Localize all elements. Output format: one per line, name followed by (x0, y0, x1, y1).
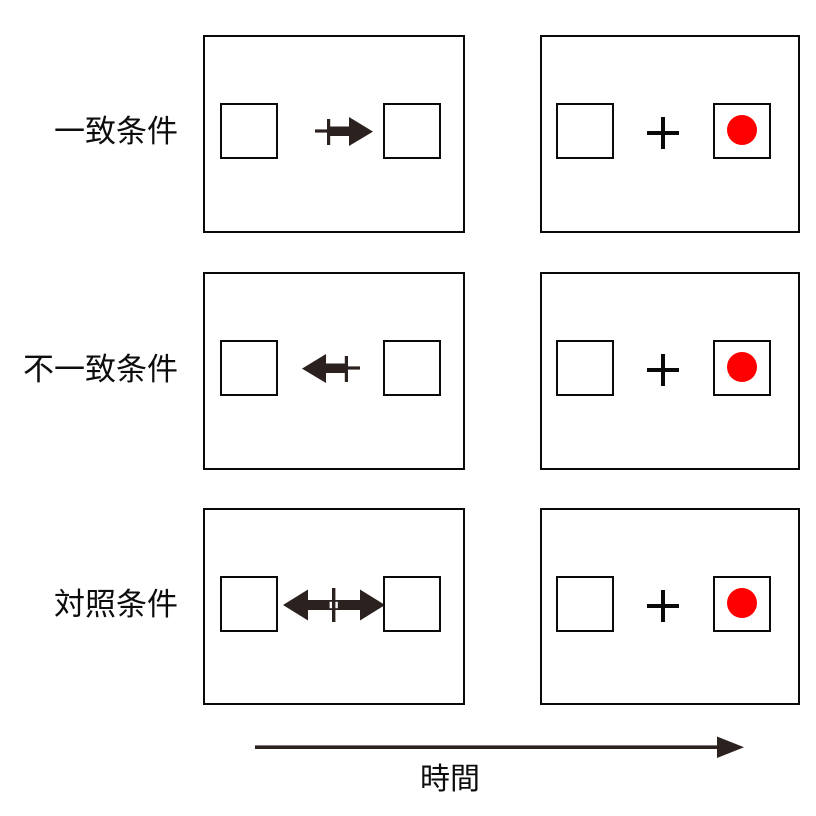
fixation-cross-control (647, 590, 679, 622)
cue-arrow-double-control (281, 584, 387, 626)
cue-panel-incongruent (203, 272, 465, 470)
red-target-dot-congruent (727, 115, 757, 145)
target-left-box-control (556, 576, 614, 632)
row-label-congruent: 一致条件 (54, 114, 178, 150)
cue-arrow-left-incongruent (298, 350, 360, 388)
target-right-box-incongruent (713, 340, 771, 396)
cue-right-box-control (383, 576, 441, 632)
row-label-incongruent: 不一致条件 (23, 352, 178, 388)
cue-left-box-control (220, 576, 278, 632)
target-left-box-congruent (556, 103, 614, 159)
fixation-cross-congruent (647, 117, 679, 149)
target-panel-congruent (540, 35, 800, 233)
target-panel-control (540, 508, 800, 705)
time-axis-label: 時間 (420, 762, 480, 797)
target-panel-incongruent (540, 272, 800, 470)
target-right-box-congruent (713, 103, 771, 159)
cue-left-box-incongruent (220, 340, 278, 396)
red-target-dot-control (727, 588, 757, 618)
cue-arrow-right-congruent (315, 113, 377, 151)
fixation-cross-incongruent (647, 354, 679, 386)
target-left-box-incongruent (556, 340, 614, 396)
red-target-dot-incongruent (727, 352, 757, 382)
row-label-control: 対照条件 (54, 587, 178, 623)
cue-panel-congruent (203, 35, 465, 233)
cue-left-box-congruent (220, 103, 278, 159)
time-axis-arrow-icon (255, 735, 745, 763)
cue-right-box-congruent (383, 103, 441, 159)
cue-panel-control (203, 508, 465, 705)
cue-right-box-incongruent (383, 340, 441, 396)
target-right-box-control (713, 576, 771, 632)
